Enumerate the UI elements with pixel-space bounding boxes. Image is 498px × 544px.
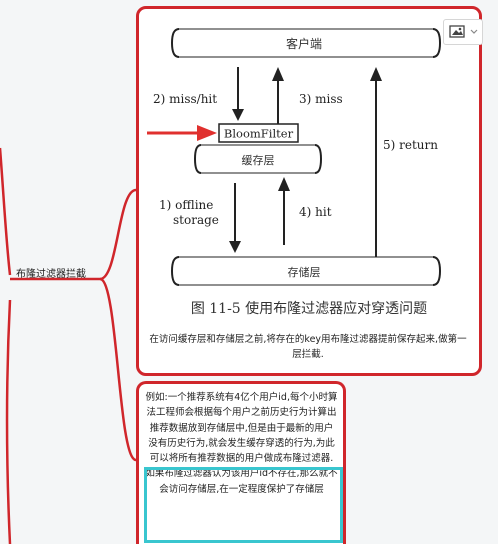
storage-layer: 存储层: [170, 256, 442, 286]
example-text: 例如:一个推荐系统有4亿个用户id,每个小时算法工程师会根据每个用户之前历史行为…: [145, 392, 338, 495]
arrow-hit-label: 4) hit: [299, 205, 332, 219]
arrow-offline-label-2: storage: [173, 213, 219, 227]
image-icon: [449, 25, 465, 38]
client-layer: 客户端: [170, 28, 442, 58]
cache-layer: 缓存层: [193, 144, 323, 174]
diagram-caption: 在访问缓存层和存储层之前,将存在的key用布隆过滤器提前保存起来,做第一层拦截.: [149, 334, 467, 360]
storage-label: 存储层: [288, 265, 321, 279]
client-label: 客户端: [286, 36, 322, 51]
bloom-filter-diagram: 客户端 2) miss/hit 3) miss 5) return BloomF…: [147, 28, 442, 317]
arrow-miss-hit-label: 2) miss/hit: [153, 92, 217, 106]
red-pointer-arrow: [147, 125, 217, 141]
diagram-card[interactable]: [136, 6, 482, 376]
image-options-button[interactable]: [443, 19, 483, 45]
branch-label[interactable]: 布隆过滤器拦截: [16, 269, 86, 280]
figure-title: 图 11-5 使用布隆过滤器应对穿透问题: [191, 300, 427, 317]
arrow-return-label: 5) return: [383, 138, 438, 152]
bloom-filter-label: BloomFilter: [224, 127, 294, 141]
arrow-offline-label-1: 1) offline: [159, 198, 213, 212]
arrow-miss-label: 3) miss: [299, 92, 343, 106]
chevron-down-icon: [470, 29, 478, 34]
highlight-box: [144, 467, 343, 543]
bloom-filter-box: [218, 123, 299, 143]
example-card[interactable]: [136, 381, 346, 544]
cache-label: 缓存层: [242, 153, 275, 167]
